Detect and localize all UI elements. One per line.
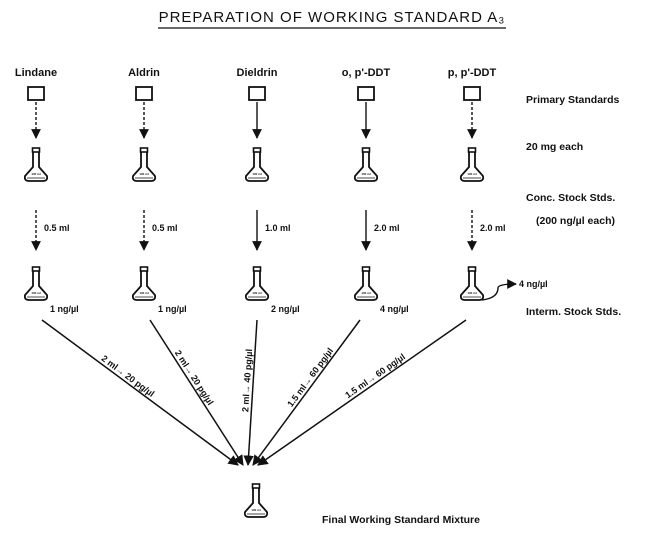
pesticide-name: Aldrin	[128, 67, 160, 79]
pesticide-column: p, p'-DDT 100 ml 2.0 ml 100 ml 4 ng/µl 1.5 ml…	[257, 67, 548, 466]
pesticide-columns: Lindane 100 ml 0.5 ml 100 ml 1 ng/µl 2 ml→ 20…	[15, 67, 548, 467]
label-conc-stock: Conc. Stock Stds.	[526, 192, 615, 204]
conc-stock-flask	[244, 147, 270, 182]
diagram-title: PREPARATION OF WORKING STANDARD A₃	[159, 9, 506, 26]
pesticide-name: Lindane	[15, 67, 57, 79]
label-conc-stock-note: (200 ng/µl each)	[536, 215, 615, 227]
interm-conc-leader	[481, 279, 517, 301]
primary-standard-box	[248, 86, 266, 101]
pesticide-column: Aldrin 100 ml 0.5 ml 100 ml 1 ng/µl 2 ml→ 20 …	[128, 67, 244, 466]
flask-volume-mark: 100 ml	[252, 172, 262, 176]
flask-volume-mark: 100 ml	[251, 508, 261, 512]
pesticide-column: o, p'-DDT 100 ml 2.0 ml 100 ml 4 ng/µl 1.5 ml…	[252, 67, 409, 466]
final-working-standard-flask	[243, 483, 269, 518]
transfer-label: 2 ml→ 20 pg/µl	[100, 353, 157, 399]
conc-volume-label: 2.0 ml	[374, 223, 400, 233]
interm-conc-label: 2 ng/µl	[271, 304, 300, 314]
transfer-arrow	[149, 319, 244, 466]
pesticide-name: p, p'-DDT	[448, 67, 497, 79]
label-interm-stock: Interm. Stock Stds.	[526, 306, 621, 318]
label-primary-standards: Primary Standards	[526, 94, 620, 106]
flask-volume-mark: 100 ml	[31, 172, 41, 176]
interm-conc-label: 1 ng/µl	[50, 304, 79, 314]
flask-volume-mark: 100 ml	[467, 172, 477, 176]
conc-stock-flask	[23, 147, 49, 182]
transfer-arrow	[41, 319, 239, 466]
primary-standard-box	[463, 86, 481, 101]
label-amount-each: 20 mg each	[526, 141, 583, 153]
transfer-arrow	[243, 319, 258, 467]
transfer-label: 1.5 ml→ 60 pg/µl	[343, 352, 407, 401]
conc-volume-label: 0.5 ml	[44, 223, 70, 233]
flask-volume-mark: 100 ml	[361, 172, 371, 176]
label-final-working-standard: Final Working Standard Mixture	[322, 514, 480, 526]
transfer-label: 2 ml→ 20 pg/µl	[173, 348, 216, 407]
transfer-arrow	[257, 319, 467, 466]
flask-volume-mark: 100 ml	[31, 291, 41, 295]
interm-stock-flask	[459, 266, 485, 301]
interm-stock-flask	[23, 266, 49, 301]
transfer-label: 1.5 ml→ 60 pg/µl	[285, 346, 335, 409]
flask-volume-mark: 100 ml	[139, 172, 149, 176]
conc-stock-flask	[131, 147, 157, 182]
conc-volume-label: 0.5 ml	[152, 223, 178, 233]
interm-stock-flask	[353, 266, 379, 301]
flask-volume-mark: 100 ml	[139, 291, 149, 295]
pesticide-name: o, p'-DDT	[342, 67, 391, 79]
conc-stock-flask	[353, 147, 379, 182]
flask-volume-mark: 100 ml	[252, 291, 262, 295]
interm-conc-label: 1 ng/µl	[158, 304, 187, 314]
transfer-arrow	[252, 319, 361, 466]
primary-standard-box	[27, 86, 45, 101]
primary-standard-box	[135, 86, 153, 101]
transfer-label: 2 ml→ 40 pg/µl	[240, 349, 254, 413]
conc-stock-flask	[459, 147, 485, 182]
final-flask: 100 ml	[243, 483, 269, 518]
pesticide-name: Dieldrin	[237, 67, 278, 79]
conc-volume-label: 1.0 ml	[265, 223, 291, 233]
interm-stock-flask	[131, 266, 157, 301]
primary-standard-box	[357, 86, 375, 101]
pesticide-column: Dieldrin 100 ml 1.0 ml 100 ml 2 ng/µl 2 ml→ 4…	[237, 67, 300, 467]
conc-volume-label: 2.0 ml	[480, 223, 506, 233]
interm-conc-label: 4 ng/µl	[380, 304, 409, 314]
interm-conc-label: 4 ng/µl	[519, 279, 548, 289]
flask-volume-mark: 100 ml	[467, 291, 477, 295]
interm-stock-flask	[244, 266, 270, 301]
flask-volume-mark: 100 ml	[361, 291, 371, 295]
